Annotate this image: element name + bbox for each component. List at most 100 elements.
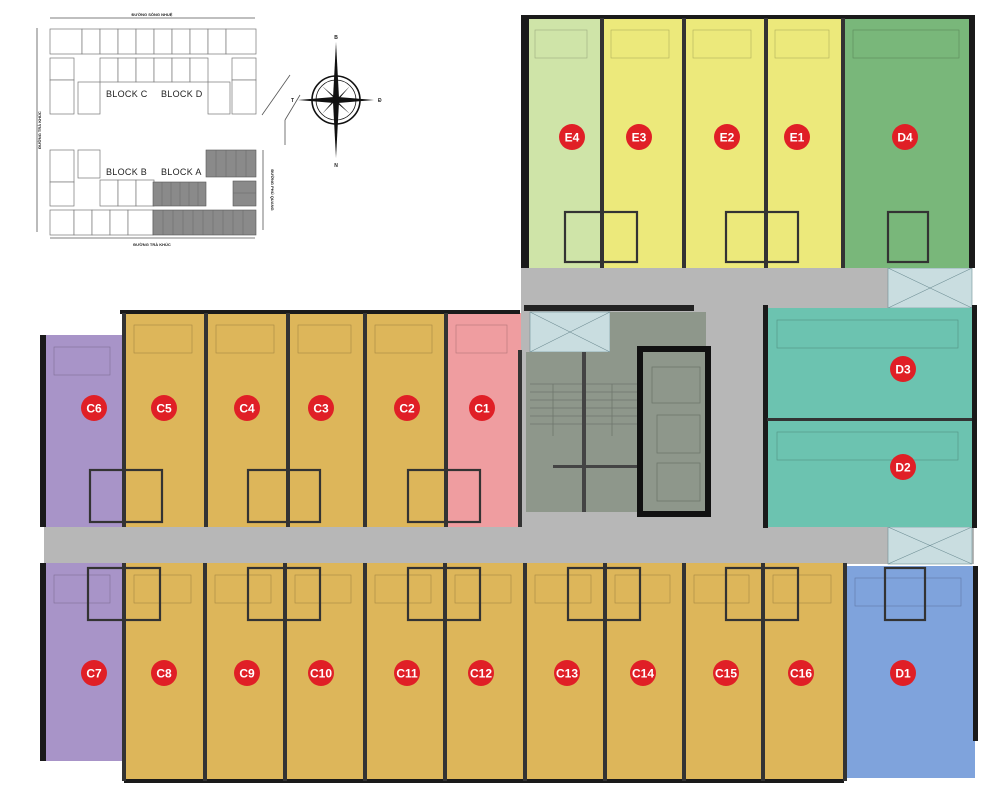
street-label-left: ĐƯỜNG TRÀ KHÚC xyxy=(37,111,42,149)
unit-d2[interactable]: D2 xyxy=(767,420,972,527)
unit-c7[interactable]: C7 xyxy=(44,563,124,761)
unit-label: C10 xyxy=(310,667,332,681)
street-label-bottom: ĐƯỜNG TRÀ KHÚC xyxy=(133,242,171,247)
unit-label: C16 xyxy=(790,667,812,681)
elevator-icon xyxy=(651,366,701,502)
unit-badge xyxy=(469,395,495,421)
unit-badge xyxy=(892,124,918,150)
furniture-outline xyxy=(53,574,111,604)
unit-c8[interactable]: C8 xyxy=(124,563,205,781)
unit-label: C2 xyxy=(399,402,415,416)
unit-c3[interactable]: C3 xyxy=(288,313,365,527)
unit-c15[interactable]: C15 xyxy=(684,563,763,781)
unit-label: D4 xyxy=(897,131,913,145)
unit-badge xyxy=(151,395,177,421)
unit-fill xyxy=(288,313,365,527)
furniture-outline xyxy=(454,574,512,604)
unit-label: C7 xyxy=(86,667,102,681)
unit-badge xyxy=(559,124,585,150)
block-b-label: BLOCK B xyxy=(106,167,147,177)
unit-d3[interactable]: D3 xyxy=(767,308,972,420)
furniture-outline xyxy=(215,324,275,354)
furniture-outline xyxy=(774,29,830,59)
unit-fill xyxy=(44,563,124,761)
unit-e3[interactable]: E3 xyxy=(601,18,683,268)
unit-badge xyxy=(394,395,420,421)
block-a-footprint xyxy=(152,149,257,236)
unit-c11[interactable]: C11 xyxy=(365,563,445,781)
unit-badge xyxy=(626,124,652,150)
furniture-outline xyxy=(610,29,670,59)
unit-e2[interactable]: E2 xyxy=(683,18,765,268)
unit-d4[interactable]: D4 xyxy=(843,18,973,268)
compass-south: N xyxy=(334,163,338,169)
party-walls xyxy=(122,18,972,781)
unit-c13[interactable]: C13 xyxy=(525,563,605,781)
unit-label: C5 xyxy=(156,402,172,416)
furniture-outline xyxy=(693,574,750,604)
compass-north: B xyxy=(334,35,338,41)
furniture-outline xyxy=(53,346,111,376)
unit-badge xyxy=(554,660,580,686)
block-d-label: BLOCK D xyxy=(161,89,203,99)
unit-label: C14 xyxy=(632,667,654,681)
unit-label: E1 xyxy=(790,131,805,145)
unit-c1[interactable]: C1 xyxy=(446,313,521,527)
unit-label: C13 xyxy=(556,667,578,681)
unit-badge xyxy=(630,660,656,686)
unit-label: C15 xyxy=(715,667,737,681)
unit-e4[interactable]: E4 xyxy=(525,18,601,268)
furniture-outline xyxy=(776,431,959,461)
unit-c10[interactable]: C10 xyxy=(285,563,365,781)
furniture-outline xyxy=(614,574,671,604)
furniture-outline xyxy=(692,29,752,59)
shafts xyxy=(529,267,973,565)
unit-e1[interactable]: E1 xyxy=(765,18,843,268)
unit-c14[interactable]: C14 xyxy=(605,563,684,781)
structural-walls xyxy=(40,15,978,783)
unit-badge xyxy=(308,660,334,686)
furniture-outline xyxy=(455,324,508,354)
unit-label: D1 xyxy=(895,667,911,681)
block-a-label: BLOCK A xyxy=(161,167,202,177)
unit-label: D2 xyxy=(895,461,911,475)
unit-badge xyxy=(234,395,260,421)
unit-fill xyxy=(44,335,124,527)
unit-c5[interactable]: C5 xyxy=(124,313,206,527)
unit-c12[interactable]: C12 xyxy=(445,563,525,781)
furniture-outline xyxy=(534,574,592,604)
unit-label: C1 xyxy=(474,402,490,416)
unit-badge xyxy=(713,660,739,686)
unit-badge xyxy=(468,660,494,686)
furniture-outline xyxy=(133,574,192,604)
furniture-outline xyxy=(772,574,832,604)
unit-badge xyxy=(788,660,814,686)
unit-c9[interactable]: C9 xyxy=(205,563,285,781)
unit-label: E4 xyxy=(565,131,580,145)
furniture-outline xyxy=(776,319,959,349)
unit-badge xyxy=(394,660,420,686)
furniture-outline xyxy=(294,574,352,604)
unit-d1[interactable]: D1 xyxy=(845,566,975,778)
furniture-outline xyxy=(214,574,272,604)
unit-badge xyxy=(81,395,107,421)
unit-fill xyxy=(767,308,972,420)
unit-c16[interactable]: C16 xyxy=(763,563,845,781)
compass-west: T xyxy=(291,98,294,104)
unit-badge xyxy=(308,395,334,421)
unit-c6[interactable]: C6 xyxy=(44,335,124,527)
unit-label: C9 xyxy=(239,667,255,681)
unit-label: D3 xyxy=(895,363,911,377)
unit-c2[interactable]: C2 xyxy=(365,313,446,527)
unit-label: E3 xyxy=(632,131,647,145)
bathroom-partitions xyxy=(86,210,930,622)
unit-badge xyxy=(234,660,260,686)
furniture-outline xyxy=(854,577,962,607)
unit-badge xyxy=(890,356,916,382)
unit-badge xyxy=(890,660,916,686)
unit-label: C12 xyxy=(470,667,492,681)
stair-elevator-core xyxy=(524,305,711,517)
unit-badge xyxy=(714,124,740,150)
street-label-right: ĐƯỜNG PHÚ QUANG xyxy=(270,169,275,210)
